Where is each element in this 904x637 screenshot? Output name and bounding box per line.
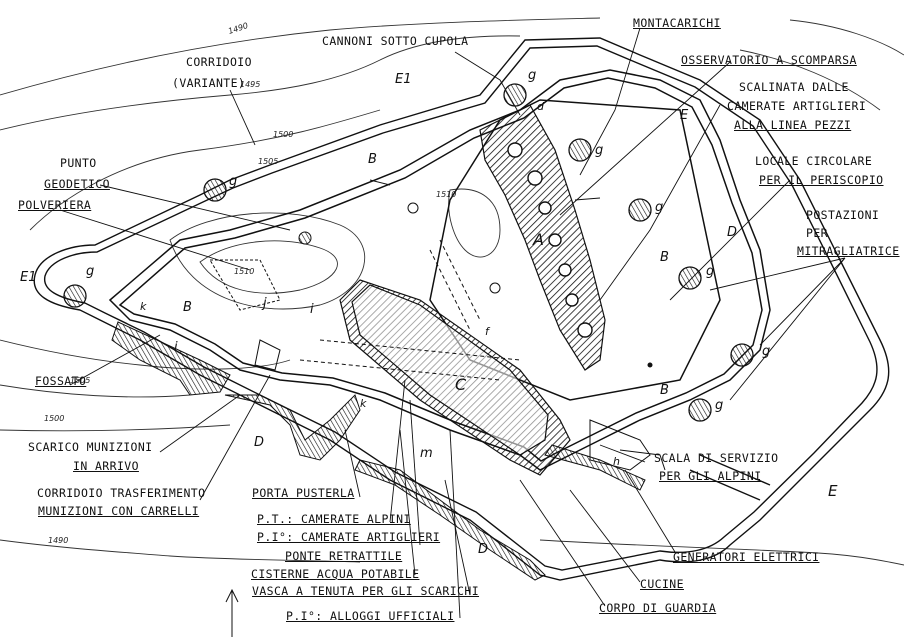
plan-letter-g: g <box>528 68 537 83</box>
plan-letter-b: B <box>368 152 377 167</box>
plan-letter-e1: E1 <box>20 270 37 285</box>
plan-letter-m: m <box>420 446 433 461</box>
label-scarico-1: SCARICO MUNIZIONI <box>28 440 153 454</box>
plan-letter-g: g <box>715 398 724 413</box>
label-pt-camerate-alpini: P.T.: CAMERATE ALPINI <box>257 512 411 526</box>
label-trasferimento-1: CORRIDOIO TRASFERIMENTO <box>37 486 206 500</box>
plan-letter-b: B <box>660 383 669 398</box>
contour-label: 1505 <box>70 376 91 385</box>
label-scalinata-1: SCALINATA DALLE <box>739 80 849 94</box>
plan-letter-j: j <box>263 296 267 311</box>
contour-label: 1505 <box>258 157 279 166</box>
plan-letter-k: k <box>140 300 147 313</box>
label-scalinata-3: ALLA LINEA PEZZI <box>734 118 852 132</box>
plan-letter-b: B <box>660 250 669 265</box>
label-cannoni-sotto-cupola: CANNONI SOTTO CUPOLA <box>322 34 469 48</box>
contour-label: 1500 <box>273 130 294 139</box>
plan-letter-d: D <box>254 435 265 450</box>
plan-letter-e: E <box>828 482 838 500</box>
plan-letter-g: g <box>655 200 664 215</box>
plan-letter-g: g <box>595 143 604 158</box>
label-postazioni-1: POSTAZIONI <box>806 208 880 222</box>
label-ponte-retrattile: PONTE RETRATTILE <box>285 549 403 563</box>
label-cisterne: CISTERNE ACQUA POTABILE <box>251 567 420 581</box>
machine-gun-posts <box>63 83 754 422</box>
plan-letter-g: g <box>229 174 238 189</box>
gun-cupolas <box>507 142 593 338</box>
plan-letter-i: i <box>310 302 314 317</box>
label-corpo-di-guardia: CORPO DI GUARDIA <box>599 601 717 615</box>
contour-label: 1510 <box>234 267 255 276</box>
misc-features <box>209 179 666 471</box>
plan-letter-e: E <box>680 108 689 123</box>
label-postazioni-2: PER <box>806 226 828 240</box>
label-punto-1: PUNTO <box>60 156 97 170</box>
plan-letter-g: g <box>706 264 715 279</box>
plan-letter-g: g <box>762 344 771 359</box>
label-scarico-2: IN ARRIVO <box>73 459 139 473</box>
contour-label: 1495 <box>240 80 261 89</box>
plan-letter-a: A <box>533 230 544 249</box>
label-vasca: VASCA A TENUTA PER GLI SCARICHI <box>252 584 480 598</box>
plan-letter-g: g <box>86 264 95 279</box>
label-porta-pusterla: PORTA PUSTERLA <box>252 486 355 500</box>
label-osservatorio: OSSERVATORIO A SCOMPARSA <box>681 53 857 67</box>
contour-label: 1500 <box>44 414 65 423</box>
label-postazioni-3: MITRAGLIATRICE <box>797 244 900 258</box>
label-corridoio-1: CORRIDOIO <box>186 55 252 69</box>
label-locale-2: PER IL PERISCOPIO <box>759 173 884 187</box>
label-p1-camerate-artiglieri: P.I°: CAMERATE ARTIGLIERI <box>257 530 441 544</box>
plan-letter-b: B <box>183 300 192 315</box>
fossato-wall <box>111 321 646 581</box>
label-polveriera: POLVERIERA <box>18 198 92 212</box>
label-corridoio-2: (VARIANTE) <box>172 76 246 90</box>
plan-letter-c: C <box>455 375 467 394</box>
north-arrow-icon <box>225 588 239 637</box>
label-scala-2: PER GLI ALPINI <box>659 469 762 483</box>
label-alloggi-ufficiali: P.I°: ALLOGGI UFFICIALI <box>286 609 455 623</box>
plan-letter-e1: E1 <box>395 72 412 87</box>
perimeter-walls <box>33 37 890 581</box>
label-punto-2: GEODETICO <box>44 177 110 191</box>
label-montacarichi: MONTACARICHI <box>633 16 721 30</box>
plan-letter-f: f <box>485 325 489 338</box>
label-scala-1: SCALA DI SERVIZIO <box>654 451 779 465</box>
label-trasferimento-2: MUNIZIONI CON CARRELLI <box>38 504 200 518</box>
plan-letter-k: k <box>360 397 367 410</box>
plan-letter-d: D <box>478 542 489 557</box>
plan-letter-d-small: d <box>537 100 544 113</box>
plan-letter-i: i <box>174 340 178 355</box>
barracks-block-c <box>339 279 571 476</box>
contour-label: 1490 <box>48 536 69 545</box>
leader-lines <box>59 27 846 619</box>
label-cucine: CUCINE <box>640 577 684 591</box>
contour-label: 1510 <box>436 190 457 199</box>
label-generatori: GENERATORI ELETTRICI <box>673 550 820 564</box>
label-scalinata-2: CAMERATE ARTIGLIERI <box>727 99 867 113</box>
plan-letter-d: D <box>727 225 738 240</box>
label-fossato: FOSSATO <box>35 374 87 388</box>
contour-lines <box>0 17 904 566</box>
plan-letter-h: h <box>613 455 620 468</box>
label-locale-1: LOCALE CIRCOLARE <box>755 154 873 168</box>
